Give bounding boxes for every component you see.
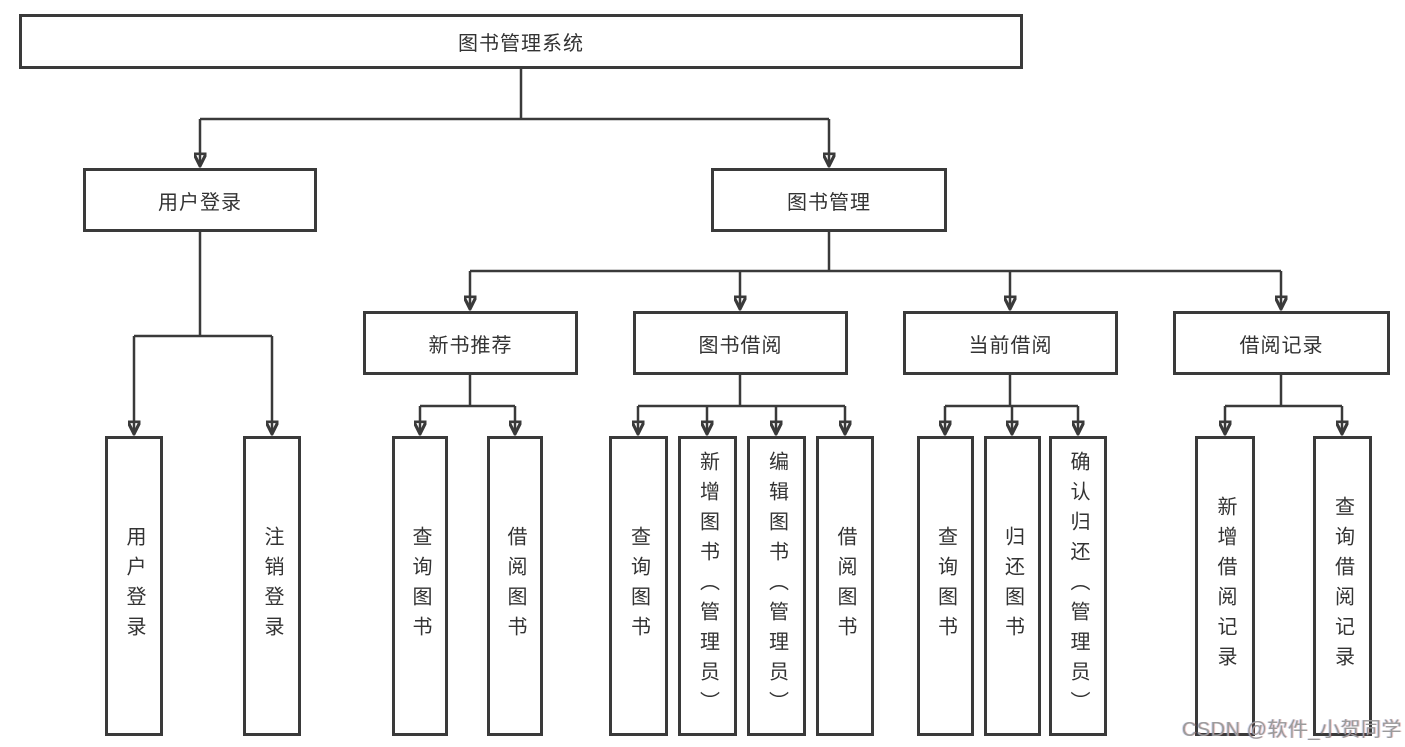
node-root-library-system: 图书管理系统 xyxy=(19,14,1023,69)
node-leaf-query-books-borrow: 查询图书 xyxy=(609,436,668,736)
node-leaf-confirm-return-admin: 确认归还（管理员） xyxy=(1049,436,1107,736)
node-leaf-borrow-books: 借阅图书 xyxy=(816,436,874,736)
node-leaf-return-book: 归还图书 xyxy=(984,436,1041,736)
node-leaf-query-books-recommend: 查询图书 xyxy=(392,436,448,736)
node-leaf-borrow-books-recommend: 借阅图书 xyxy=(487,436,543,736)
watermark: CSDN @软件_小贺同学 xyxy=(1181,719,1402,741)
node-leaf-add-borrow-record: 新增借阅记录 xyxy=(1195,436,1255,736)
node-leaf-query-books-current: 查询图书 xyxy=(917,436,974,736)
node-user-login: 用户登录 xyxy=(83,168,317,232)
node-leaf-logout-login: 注销登录 xyxy=(243,436,301,736)
node-new-book-recommend: 新书推荐 xyxy=(363,311,578,375)
node-book-management: 图书管理 xyxy=(711,168,947,232)
node-leaf-edit-book-admin: 编辑图书（管理员） xyxy=(747,436,806,736)
node-leaf-user-login: 用户登录 xyxy=(105,436,163,736)
node-current-borrow: 当前借阅 xyxy=(903,311,1118,375)
node-leaf-query-borrow-record: 查询借阅记录 xyxy=(1313,436,1372,736)
node-book-borrow: 图书借阅 xyxy=(633,311,848,375)
node-leaf-add-book-admin: 新增图书（管理员） xyxy=(678,436,737,736)
node-borrow-records: 借阅记录 xyxy=(1173,311,1390,375)
